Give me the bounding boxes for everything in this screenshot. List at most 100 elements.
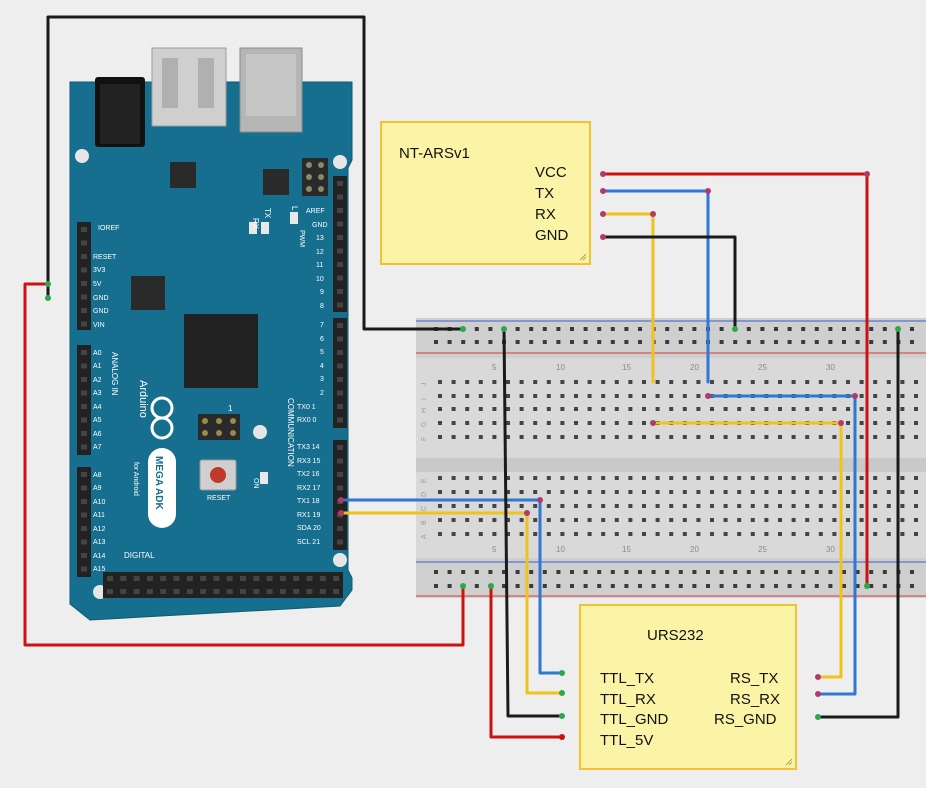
wire-rs-gnd[interactable] [816,327,900,719]
wire-ttl-5v[interactable] [489,584,564,739]
breadboard-hole [791,476,796,480]
breadboard-rail-hole [610,584,615,588]
wire-endpoint [460,583,466,589]
wire-rs-tx[interactable] [651,421,843,679]
breadboard-hole [438,421,442,425]
breadboard-hole [669,435,674,439]
breadboard-hole [492,490,497,494]
breadboard-hole [900,421,905,425]
header-pin [81,281,87,286]
breadboard-hole [805,518,810,522]
breadboard: 5 10 15 20 25 30 5 10 15 20 25 30 J I H … [416,318,926,598]
breadboard-rail-hole [488,340,493,344]
header-pin [226,589,233,594]
resize-grip[interactable] [785,758,793,766]
breadboard-hole [682,407,687,411]
breadboard-rail-hole [774,340,778,344]
breadboard-rail-hole [678,584,683,588]
breadboard-rail-hole [882,570,887,574]
pin [306,174,312,180]
breadboard-rail-hole [692,584,697,588]
breadboard-hole [533,407,538,411]
breadboard-hole [438,532,442,536]
logo-ring [150,416,174,440]
wire-endpoint [815,714,821,720]
wire-endpoint [815,691,821,697]
wire-5v-arduino-rail[interactable] [23,282,465,647]
breadboard-rail-hole [760,327,765,331]
header-pin [253,576,260,581]
wire-ttl-gnd[interactable] [502,327,564,718]
breadboard-hole [438,435,442,439]
breadboard-hole [614,490,619,494]
breadboard-hole [601,380,606,384]
breadboard-rail-hole [801,327,806,331]
resize-grip[interactable] [579,253,587,261]
breadboard-hole [642,490,646,494]
wire-gnd-arduino-rail[interactable] [46,15,465,331]
header-pin [81,267,87,273]
breadboard-hole [451,476,456,480]
wire-rx1-arduino[interactable] [339,511,564,695]
breadboard-hole [628,435,633,439]
breadboard-hole [546,504,551,508]
wire-gnd-ntars[interactable] [601,235,737,331]
breadboard-hole [791,504,796,508]
breadboard-rail-hole [801,584,806,588]
breadboard-hole [533,476,538,480]
analog-in-label: ANALOG IN [110,352,119,396]
breadboard-hole [914,421,918,425]
breadboard-hole [587,394,592,398]
breadboard-hole [574,518,578,522]
breadboard-rail-hole [814,584,819,588]
breadboard-hole [519,490,524,494]
ntars-note[interactable] [380,121,591,265]
breadboard-hole [506,490,510,494]
breadboard-column-numbers: 5 10 15 20 25 30 5 10 15 20 25 30 [492,363,835,554]
wire-tx1-arduino[interactable] [339,498,564,675]
breadboard-hole [710,504,714,508]
breadboard-hole [465,394,470,398]
breadboard-hole [710,476,714,480]
wire-endpoint [559,670,565,676]
breadboard-hole [519,394,524,398]
breadboard-hole [696,407,701,411]
ntars-title: NT-ARSv1 [399,145,470,162]
breadboard-hole [914,504,918,508]
breadboard-hole [478,532,483,536]
breadboard-hole [764,490,769,494]
breadboard-hole [587,504,592,508]
pin-label: A12 [93,526,106,533]
breadboard-hole [900,407,905,411]
breadboard-hole [914,394,918,398]
breadboard-hole [655,532,660,536]
breadboard-hole [737,490,742,494]
urs232-title: URS232 [647,627,704,644]
breadboard-hole [574,476,578,480]
header-pin [146,589,153,594]
breadboard-rail-hole [746,327,751,331]
breadboard-hole [601,518,606,522]
reset-button-cap[interactable] [210,467,226,483]
breadboard-hole [574,394,578,398]
header-pin [81,566,87,572]
breadboard-hole [805,380,810,384]
header-pin [337,221,343,227]
breadboard-hole [614,518,619,522]
header-pin [253,589,260,594]
breadboard-hole [655,435,660,439]
digital-label: DIGITAL [124,551,155,560]
breadboard-hole [574,532,578,536]
header-pin [293,589,300,594]
wire-rs-rx[interactable] [706,394,857,696]
breadboard-hole [682,394,687,398]
header-pin [337,485,343,491]
urs232-note[interactable] [579,604,797,770]
breadboard-rail-hole [624,340,629,344]
breadboard-hole [805,504,810,508]
row-letter: I [421,398,428,400]
breadboard-hole [655,407,660,411]
breadboard-hole [438,394,442,398]
breadboard-hole [859,380,864,384]
product-badge [148,448,176,528]
